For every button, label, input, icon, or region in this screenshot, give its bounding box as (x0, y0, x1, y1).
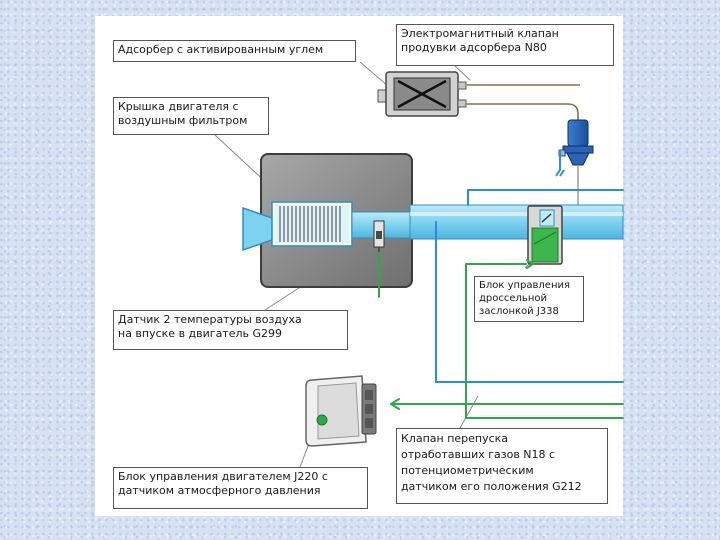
canister-lines (466, 84, 580, 122)
label-throttle-unit-text: Блок управления дроссельной заслонкой J3… (479, 280, 571, 317)
signal-lines (378, 189, 624, 419)
air-filter-element (279, 206, 341, 242)
adsorber-canister (377, 71, 467, 117)
throttle-body-j338 (527, 205, 563, 265)
label-adsorber: Адсорбер с активированным углем (113, 40, 356, 62)
purge-solenoid-valve (558, 119, 594, 205)
label-throttle-unit: Блок управления дроссельной заслонкой J3… (474, 276, 584, 322)
air-filter-housing (242, 153, 413, 288)
label-temp-sensor-text: Датчик 2 температуры воздуха на впуске в… (118, 313, 302, 340)
label-solenoid-valve-text: Электромагнитный клапан продувки адсорбе… (401, 27, 559, 54)
label-engine-cover: Крышка двигателя с воздушным фильтром (113, 97, 269, 135)
label-engine-cover-text: Крышка двигателя с воздушным фильтром (118, 100, 248, 127)
label-wastegate-valve-text: Клапан перепуска отработавших газов N18 … (401, 432, 582, 493)
label-ecu: Блок управления двигателем J220 с датчик… (113, 467, 368, 509)
solenoid-signal-arrow (555, 150, 565, 177)
label-adsorber-text: Адсорбер с активированным углем (118, 43, 324, 56)
label-ecu-text: Блок управления двигателем J220 с датчик… (118, 470, 328, 497)
label-solenoid-valve: Электромагнитный клапан продувки адсорбе… (396, 24, 614, 66)
label-temp-sensor: Датчик 2 температуры воздуха на впуске в… (113, 310, 348, 350)
temp-sensor-g299 (373, 220, 385, 252)
ecu-j220 (305, 375, 377, 447)
label-wastegate-valve: Клапан перепуска отработавших газов N18 … (396, 428, 608, 504)
